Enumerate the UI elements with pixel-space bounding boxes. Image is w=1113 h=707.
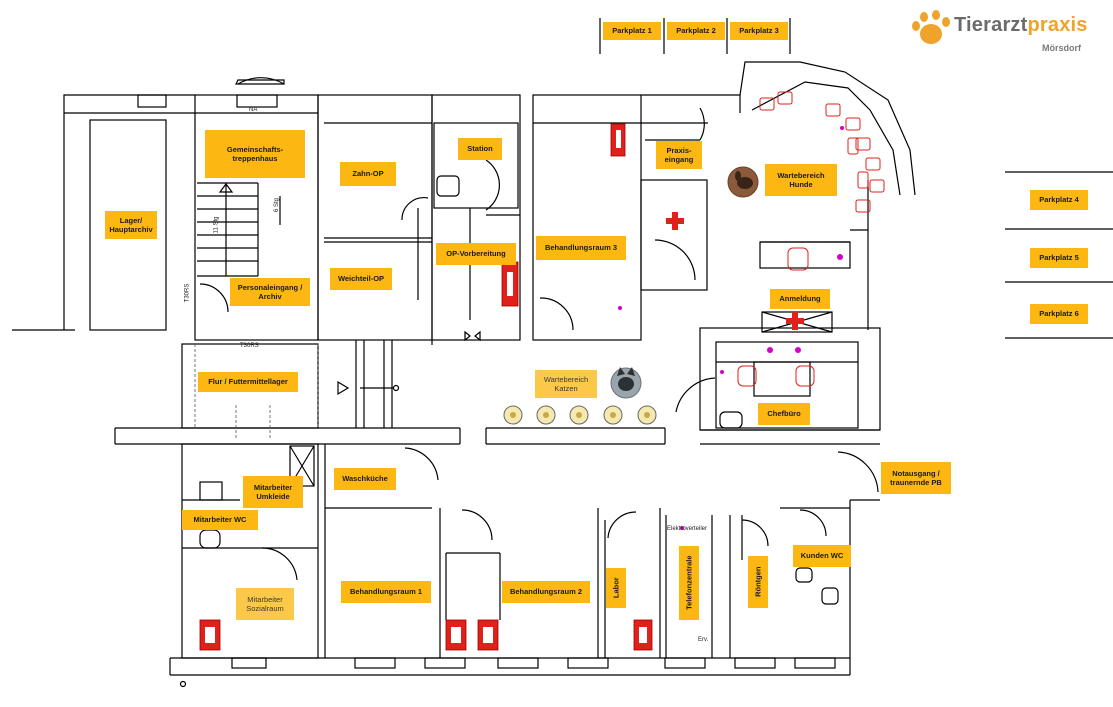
room-mitarbeiter-wc-label: Mitarbeiter WC bbox=[182, 510, 258, 530]
room-praxiseingang-label: Praxis- eingang bbox=[656, 141, 702, 169]
parking-6-label: Parkplatz 6 bbox=[1030, 304, 1088, 324]
annotation-t30-1: T30RS bbox=[184, 283, 191, 303]
room-kunden-wc-label: Kunden WC bbox=[793, 545, 851, 567]
room-zahn-op-label: Zahn-OP bbox=[340, 162, 396, 186]
room-treppenhaus-label: Gemeinschafts- treppenhaus bbox=[205, 130, 305, 178]
room-wartebereich-katzen-label: Wartebereich Katzen bbox=[535, 370, 597, 398]
parking-2-label: Parkplatz 2 bbox=[667, 22, 725, 40]
room-anmeldung-label: Anmeldung bbox=[770, 289, 830, 309]
room-labor-text: Labor bbox=[611, 577, 621, 599]
annotation-elec: Elektroverteiler bbox=[667, 526, 708, 532]
brand-location: Mörsdorf bbox=[1042, 43, 1081, 53]
room-telefonzentrale-label: Telefonzentrale bbox=[679, 546, 699, 620]
parking-3-label: Parkplatz 3 bbox=[730, 22, 788, 40]
room-mitarbeiter-sozialraum-label: Mitarbeiter Sozialraum bbox=[236, 588, 294, 620]
annotation-erv: Erv. bbox=[698, 637, 709, 643]
annotation-stg: 11 Stg bbox=[213, 216, 220, 234]
room-behandlung3-label: Behandlungsraum 3 bbox=[536, 236, 626, 260]
room-behandlung1-label: Behandlungsraum 1 bbox=[341, 581, 431, 603]
room-behandlung2-label: Behandlungsraum 2 bbox=[502, 581, 590, 603]
room-chefbuero-label: Chefbüro bbox=[758, 403, 810, 425]
dog-avatar-icon bbox=[727, 166, 759, 198]
room-labor-label: Labor bbox=[606, 568, 626, 608]
parking-4-label: Parkplatz 4 bbox=[1030, 190, 1088, 210]
brand-name: Tierarztpraxis bbox=[954, 14, 1088, 37]
parking-5-label: Parkplatz 5 bbox=[1030, 248, 1088, 268]
annotation-na: NA bbox=[249, 107, 258, 113]
room-telefonzentrale-text: Telefonzentrale bbox=[684, 555, 694, 611]
brand-name-part2: praxis bbox=[1027, 14, 1088, 36]
cat-avatar-icon bbox=[610, 367, 642, 399]
room-station-label: Station bbox=[458, 138, 502, 160]
brand-name-part1: Tierarzt bbox=[954, 14, 1028, 36]
room-weichteil-op-label: Weichteil-OP bbox=[330, 268, 392, 290]
room-roentgen-label: Röntgen bbox=[748, 556, 768, 608]
room-mitarbeiter-umkleide-label: Mitarbeiter Umkleide bbox=[243, 476, 303, 508]
parking-1-label: Parkplatz 1 bbox=[603, 22, 661, 40]
room-lager-label: Lager/ Hauptarchiv bbox=[105, 211, 157, 239]
annotation-stg2: 6 Stg bbox=[274, 197, 281, 213]
room-roentgen-text: Röntgen bbox=[753, 566, 763, 598]
room-op-vorbereitung-label: OP-Vorbereitung bbox=[436, 243, 516, 265]
room-personaleingang-label: Personaleingang / Archiv bbox=[230, 278, 310, 306]
paw-icon bbox=[912, 10, 950, 44]
room-flur-label: Flur / Futtermittellager bbox=[198, 372, 298, 392]
room-wartebereich-hunde-label: Wartebereich Hunde bbox=[765, 164, 837, 196]
annotation-t30-2: T30RS bbox=[240, 343, 259, 349]
room-notausgang-label: Notausgang / traunernde PB bbox=[881, 462, 951, 494]
room-waschkueche-label: Waschküche bbox=[334, 468, 396, 490]
